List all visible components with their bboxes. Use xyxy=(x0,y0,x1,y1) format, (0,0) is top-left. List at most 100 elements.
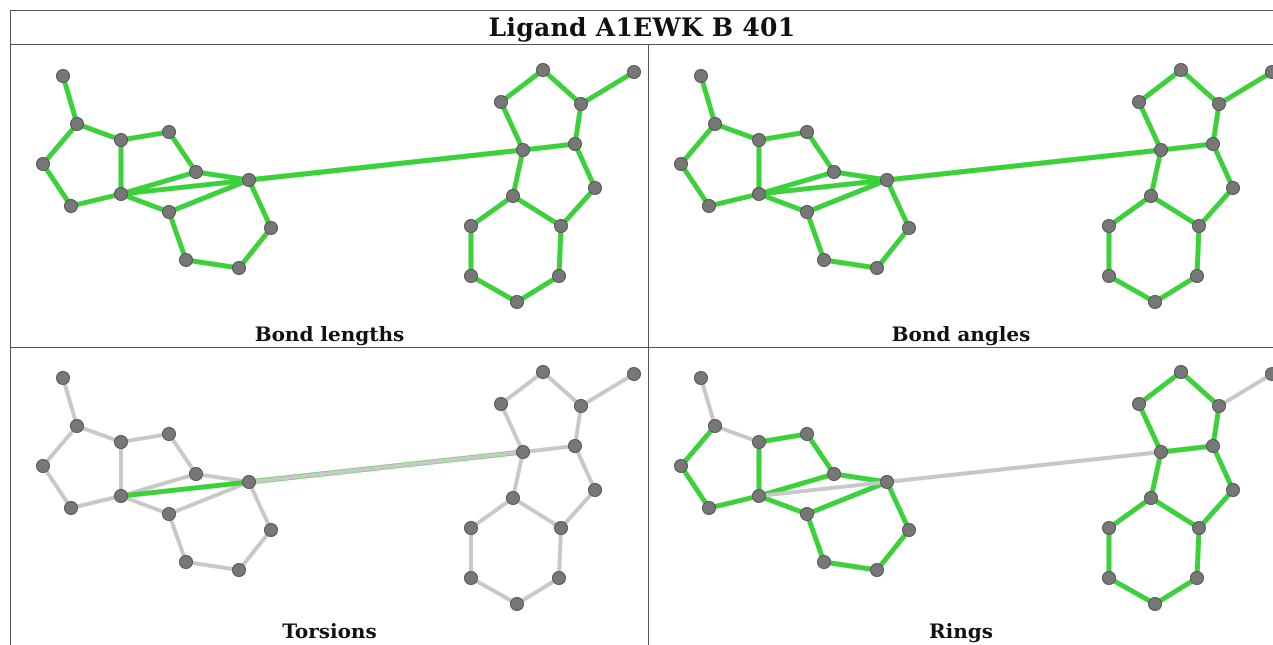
bond xyxy=(1106,273,1158,305)
atom xyxy=(800,427,814,441)
bond xyxy=(572,141,598,191)
panel-bond-lengths: Bond lengths xyxy=(11,46,648,347)
atom xyxy=(902,523,916,537)
bond xyxy=(756,191,810,215)
bond xyxy=(678,463,712,511)
bond xyxy=(68,191,124,209)
atom xyxy=(588,483,602,497)
molecule-torsions xyxy=(36,365,641,611)
bond xyxy=(1196,487,1236,531)
panel-torsions: Torsions xyxy=(11,348,648,645)
bond xyxy=(556,223,564,279)
bond xyxy=(499,370,545,406)
bond xyxy=(75,424,123,444)
atom xyxy=(574,97,588,111)
atom xyxy=(752,435,766,449)
atom xyxy=(162,205,176,219)
grid-line-row xyxy=(10,347,1273,348)
bond xyxy=(1106,495,1154,531)
atom xyxy=(1174,365,1188,379)
bond xyxy=(166,129,199,175)
bond xyxy=(884,177,912,231)
bond xyxy=(236,225,274,271)
bond xyxy=(579,372,636,408)
bond xyxy=(61,376,79,428)
atom xyxy=(1226,483,1240,497)
atom xyxy=(242,475,256,489)
atom xyxy=(189,165,203,179)
atom xyxy=(162,125,176,139)
atom xyxy=(232,563,246,577)
bond xyxy=(1152,273,1200,305)
bond xyxy=(804,129,837,175)
bond xyxy=(1136,67,1184,105)
bond xyxy=(246,177,274,231)
bond xyxy=(804,479,890,517)
atom xyxy=(568,439,582,453)
bond xyxy=(246,147,526,183)
bond xyxy=(1136,369,1184,407)
atom xyxy=(114,133,128,147)
bond xyxy=(498,67,546,105)
atom xyxy=(1154,445,1168,459)
bond xyxy=(678,423,718,469)
caption-bond-angles: Bond angles xyxy=(891,322,1031,346)
bond xyxy=(60,73,80,127)
bond xyxy=(706,191,762,209)
atom xyxy=(588,181,602,195)
bond xyxy=(578,69,637,107)
bond xyxy=(573,444,597,492)
atom xyxy=(1265,367,1273,381)
bond xyxy=(804,177,890,215)
atom xyxy=(114,435,128,449)
atom xyxy=(674,157,688,171)
atom xyxy=(702,199,716,213)
bond xyxy=(118,191,172,215)
atom xyxy=(232,261,246,275)
grid-line-middle xyxy=(648,45,649,645)
atom xyxy=(494,397,508,411)
bond xyxy=(884,479,912,533)
bond xyxy=(804,209,827,263)
bond xyxy=(1148,147,1164,199)
atom xyxy=(162,507,176,521)
atom xyxy=(554,219,568,233)
atom xyxy=(464,269,478,283)
bond xyxy=(167,512,188,564)
bond xyxy=(1148,495,1202,531)
atom xyxy=(627,367,641,381)
bond xyxy=(469,496,515,530)
caption-bond-lengths: Bond lengths xyxy=(254,322,405,346)
bond xyxy=(40,121,80,167)
atom xyxy=(464,219,478,233)
bond xyxy=(498,99,526,153)
atom xyxy=(1154,143,1168,157)
bond xyxy=(1194,223,1202,279)
atom xyxy=(880,173,894,187)
atom xyxy=(264,221,278,235)
grid-line-left xyxy=(10,10,11,645)
title-row: Ligand A1EWK B 401 xyxy=(10,10,1273,45)
atom xyxy=(64,501,78,515)
molecule-bond-angles xyxy=(674,63,1273,309)
bond xyxy=(499,402,525,454)
bond xyxy=(699,376,717,428)
bond xyxy=(1210,141,1236,191)
atom xyxy=(708,117,722,131)
bond xyxy=(119,432,171,444)
bond xyxy=(1106,575,1158,607)
atom xyxy=(114,187,128,201)
atom xyxy=(702,501,716,515)
atom xyxy=(1174,63,1188,77)
bond xyxy=(804,431,837,477)
bond xyxy=(1196,185,1236,229)
bond xyxy=(1106,193,1154,229)
atom xyxy=(516,445,530,459)
bond xyxy=(1194,525,1202,581)
bond xyxy=(831,471,890,485)
atom xyxy=(694,69,708,83)
atom xyxy=(70,117,84,131)
atom xyxy=(1102,219,1116,233)
bond xyxy=(541,370,583,408)
